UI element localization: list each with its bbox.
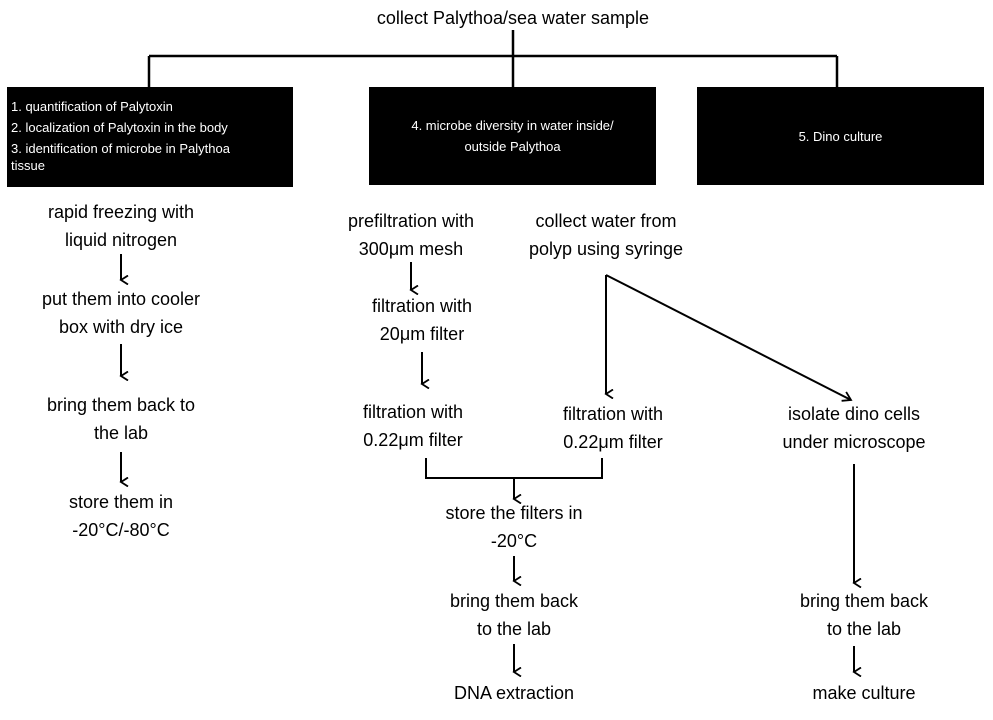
box-line: 3. identification of microbe in Palythoa xyxy=(11,141,230,156)
box-line: 1. quantification of Palytoxin xyxy=(11,99,173,114)
box-line: outside Palythoa xyxy=(464,139,561,154)
step-store-filters: store the filters in-20°C xyxy=(445,503,583,551)
diagram-title: collect Palythoa/sea water sample xyxy=(376,8,650,28)
box-microbe-diversity: 4. microbe diversity in water inside/ ou… xyxy=(369,87,656,185)
box-line: 2. localization of Palytoxin in the body xyxy=(11,120,228,135)
top-connector xyxy=(147,30,839,87)
step-dna-extraction: DNA extraction xyxy=(453,683,575,703)
box-palytoxin-tasks: 1. quantification of Palytoxin 2. locali… xyxy=(7,87,293,187)
box-dino-culture: 5. Dino culture xyxy=(697,87,984,185)
box-line: 5. Dino culture xyxy=(798,128,883,144)
box-line: 4. microbe diversity in water inside/ xyxy=(411,118,614,133)
step-store-frozen: store them in-20°C/-80°C xyxy=(68,492,174,540)
arrow xyxy=(605,274,853,402)
box-line: tissue xyxy=(11,158,45,173)
merge-connector xyxy=(425,458,603,479)
step-make-culture: make culture xyxy=(812,683,916,703)
